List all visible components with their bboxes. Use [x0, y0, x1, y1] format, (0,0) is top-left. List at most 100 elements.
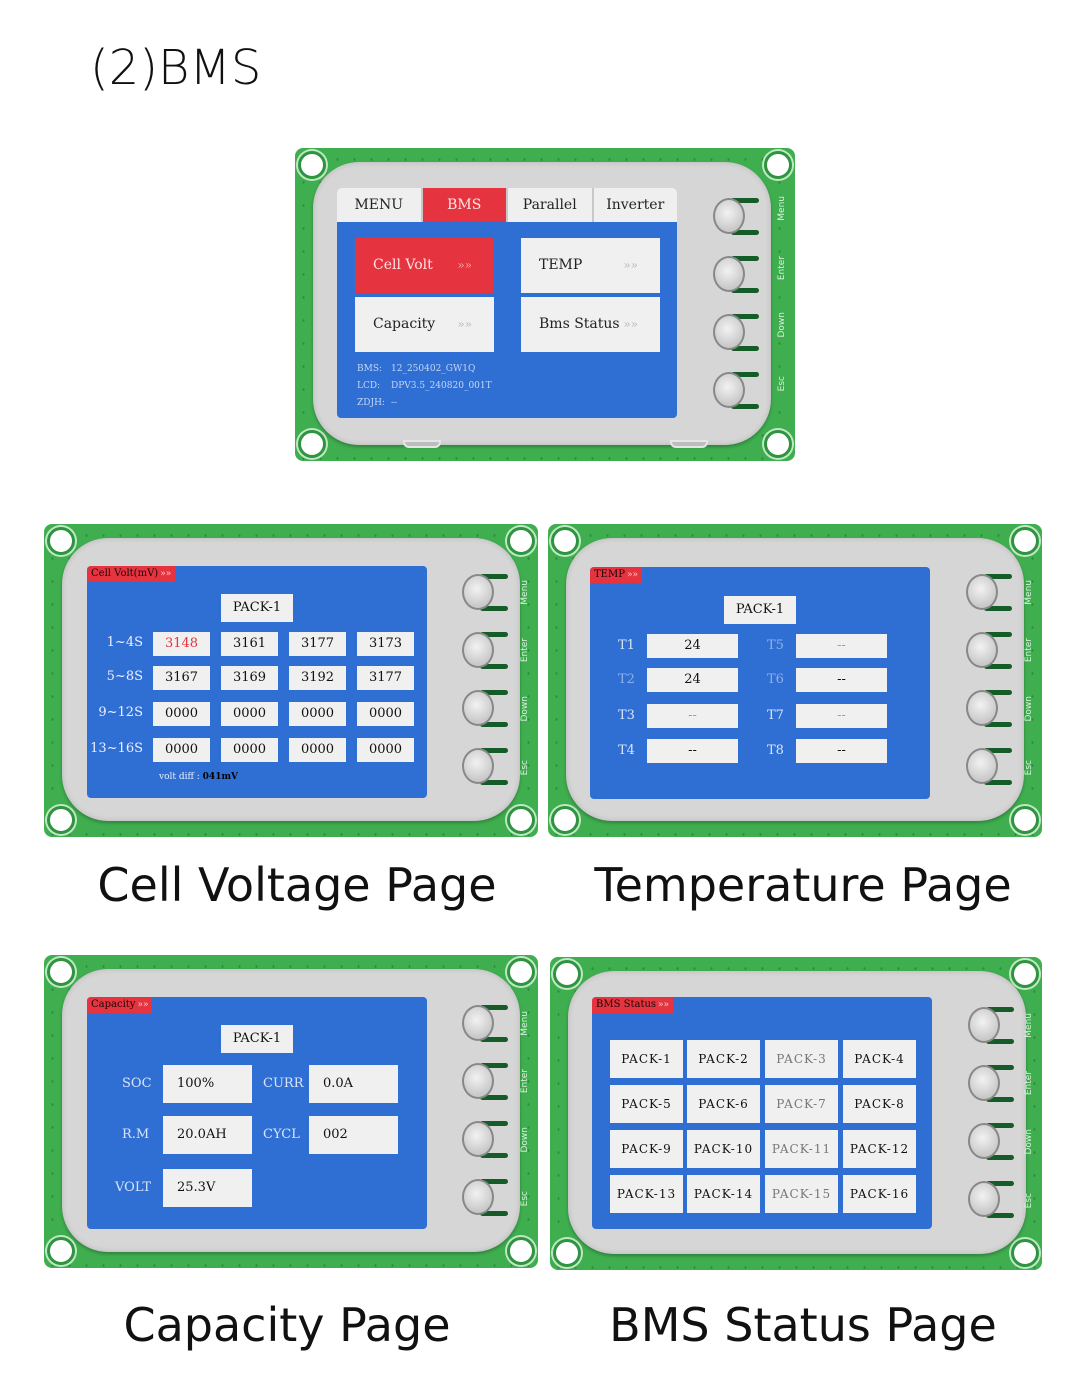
- mount-hole: [507, 527, 535, 555]
- label-down: Down: [1024, 1129, 1034, 1155]
- pack-status-button[interactable]: PACK-7: [765, 1085, 838, 1123]
- esc-button[interactable]: [462, 746, 512, 790]
- card-cell-volt[interactable]: Cell Volt »»: [355, 238, 494, 293]
- pack-status-button[interactable]: PACK-3: [765, 1040, 838, 1078]
- down-button[interactable]: [968, 1121, 1018, 1165]
- sensor-value: --: [647, 739, 738, 763]
- pack-status-button[interactable]: PACK-15: [765, 1175, 838, 1213]
- cell-value: 3169: [221, 666, 278, 690]
- card-temp[interactable]: TEMP »»: [521, 238, 660, 293]
- label-menu: Menu: [777, 196, 787, 221]
- tab-parallel[interactable]: Parallel: [508, 188, 594, 222]
- card-capacity[interactable]: Capacity »»: [355, 297, 494, 352]
- down-button[interactable]: [966, 688, 1016, 732]
- pack-status-button[interactable]: PACK-10: [687, 1130, 760, 1168]
- tab-menu[interactable]: MENU: [337, 188, 423, 222]
- cell-value: 3177: [289, 632, 346, 656]
- cell-value: 3167: [153, 666, 210, 690]
- hardware-buttons: [462, 572, 512, 792]
- button-labels: Menu Enter Down Esc: [777, 188, 793, 428]
- menu-button[interactable]: [968, 1005, 1018, 1049]
- mount-hole: [764, 430, 792, 458]
- volt-diff: volt diff : 041mV: [159, 772, 238, 782]
- volt-diff-value: 041mV: [202, 772, 238, 782]
- pack-status-button[interactable]: PACK-1: [610, 1040, 683, 1078]
- enter-button[interactable]: [713, 254, 763, 298]
- mount-hole: [1011, 527, 1039, 555]
- triple-chevron-right-icon: »»: [457, 317, 472, 331]
- hardware-buttons: [462, 1003, 512, 1223]
- sensor-label: T2: [618, 672, 635, 687]
- down-button[interactable]: [713, 312, 763, 356]
- label-down: Down: [1024, 696, 1034, 722]
- bezel-clip: [403, 440, 441, 448]
- row-label: 1~4S: [106, 635, 143, 650]
- tab-inverter[interactable]: Inverter: [593, 188, 677, 222]
- pack-status-button[interactable]: PACK-8: [843, 1085, 916, 1123]
- esc-button[interactable]: [966, 746, 1016, 790]
- card-label: TEMP: [539, 257, 583, 273]
- triple-chevron-right-icon: »»: [623, 258, 638, 272]
- triple-chevron-right-icon: »»: [457, 258, 472, 272]
- triple-chevron-right-icon: »»: [160, 569, 172, 579]
- esc-button[interactable]: [968, 1179, 1018, 1223]
- enter-button[interactable]: [968, 1063, 1018, 1107]
- menu-button[interactable]: [462, 572, 512, 616]
- enter-button[interactable]: [462, 1061, 512, 1105]
- hardware-buttons: [713, 196, 763, 416]
- card-bms-status[interactable]: Bms Status »»: [521, 297, 660, 352]
- card-label: Cell Volt: [373, 257, 433, 273]
- pack-status-button[interactable]: PACK-5: [610, 1085, 683, 1123]
- caption-cell-voltage: Cell Voltage Page: [97, 858, 497, 912]
- mount-hole: [298, 430, 326, 458]
- pack-status-button[interactable]: PACK-14: [687, 1175, 760, 1213]
- label-enter: Enter: [1024, 1071, 1034, 1096]
- enter-button[interactable]: [462, 630, 512, 674]
- down-button[interactable]: [462, 688, 512, 732]
- sensor-label: T3: [618, 708, 635, 723]
- pack-status-button[interactable]: PACK-16: [843, 1175, 916, 1213]
- pack-status-button[interactable]: PACK-12: [843, 1130, 916, 1168]
- page-title-tag: BMS Status»»: [592, 997, 674, 1013]
- pack-status-button[interactable]: PACK-13: [610, 1175, 683, 1213]
- mount-hole: [553, 1239, 581, 1267]
- mount-hole: [507, 1237, 535, 1265]
- card-label: Capacity: [373, 316, 436, 332]
- pack-selector[interactable]: PACK-1: [221, 594, 293, 622]
- cell-value: 0000: [153, 702, 210, 726]
- sensor-value: --: [796, 668, 887, 692]
- label-esc: Esc: [777, 376, 787, 392]
- cell-value: 3173: [357, 632, 414, 656]
- cell-value: 0000: [289, 738, 346, 762]
- pack-selector[interactable]: PACK-1: [724, 596, 796, 624]
- pack-status-button[interactable]: PACK-4: [843, 1040, 916, 1078]
- label-down: Down: [520, 696, 530, 722]
- esc-button[interactable]: [462, 1177, 512, 1221]
- label-enter: Enter: [1024, 638, 1034, 663]
- button-labels: Menu Enter Down Esc: [1024, 997, 1040, 1237]
- pack-selector[interactable]: PACK-1: [221, 1025, 293, 1053]
- menu-button[interactable]: [462, 1003, 512, 1047]
- pack-status-button[interactable]: PACK-6: [687, 1085, 760, 1123]
- label-esc: Esc: [520, 1191, 530, 1207]
- esc-button[interactable]: [713, 370, 763, 414]
- sensor-label: T8: [767, 743, 784, 758]
- label-esc: Esc: [1024, 1193, 1034, 1209]
- pack-status-button[interactable]: PACK-11: [765, 1130, 838, 1168]
- button-labels: Menu Enter Down Esc: [520, 995, 536, 1235]
- pack-status-button[interactable]: PACK-2: [687, 1040, 760, 1078]
- tab-bms[interactable]: BMS: [422, 188, 508, 222]
- menu-button[interactable]: [966, 572, 1016, 616]
- enter-button[interactable]: [966, 630, 1016, 674]
- mount-hole: [507, 806, 535, 834]
- down-button[interactable]: [462, 1119, 512, 1163]
- button-labels: Menu Enter Down Esc: [1024, 564, 1040, 804]
- menu-button[interactable]: [713, 196, 763, 240]
- pack-status-button[interactable]: PACK-9: [610, 1130, 683, 1168]
- mount-hole: [551, 806, 579, 834]
